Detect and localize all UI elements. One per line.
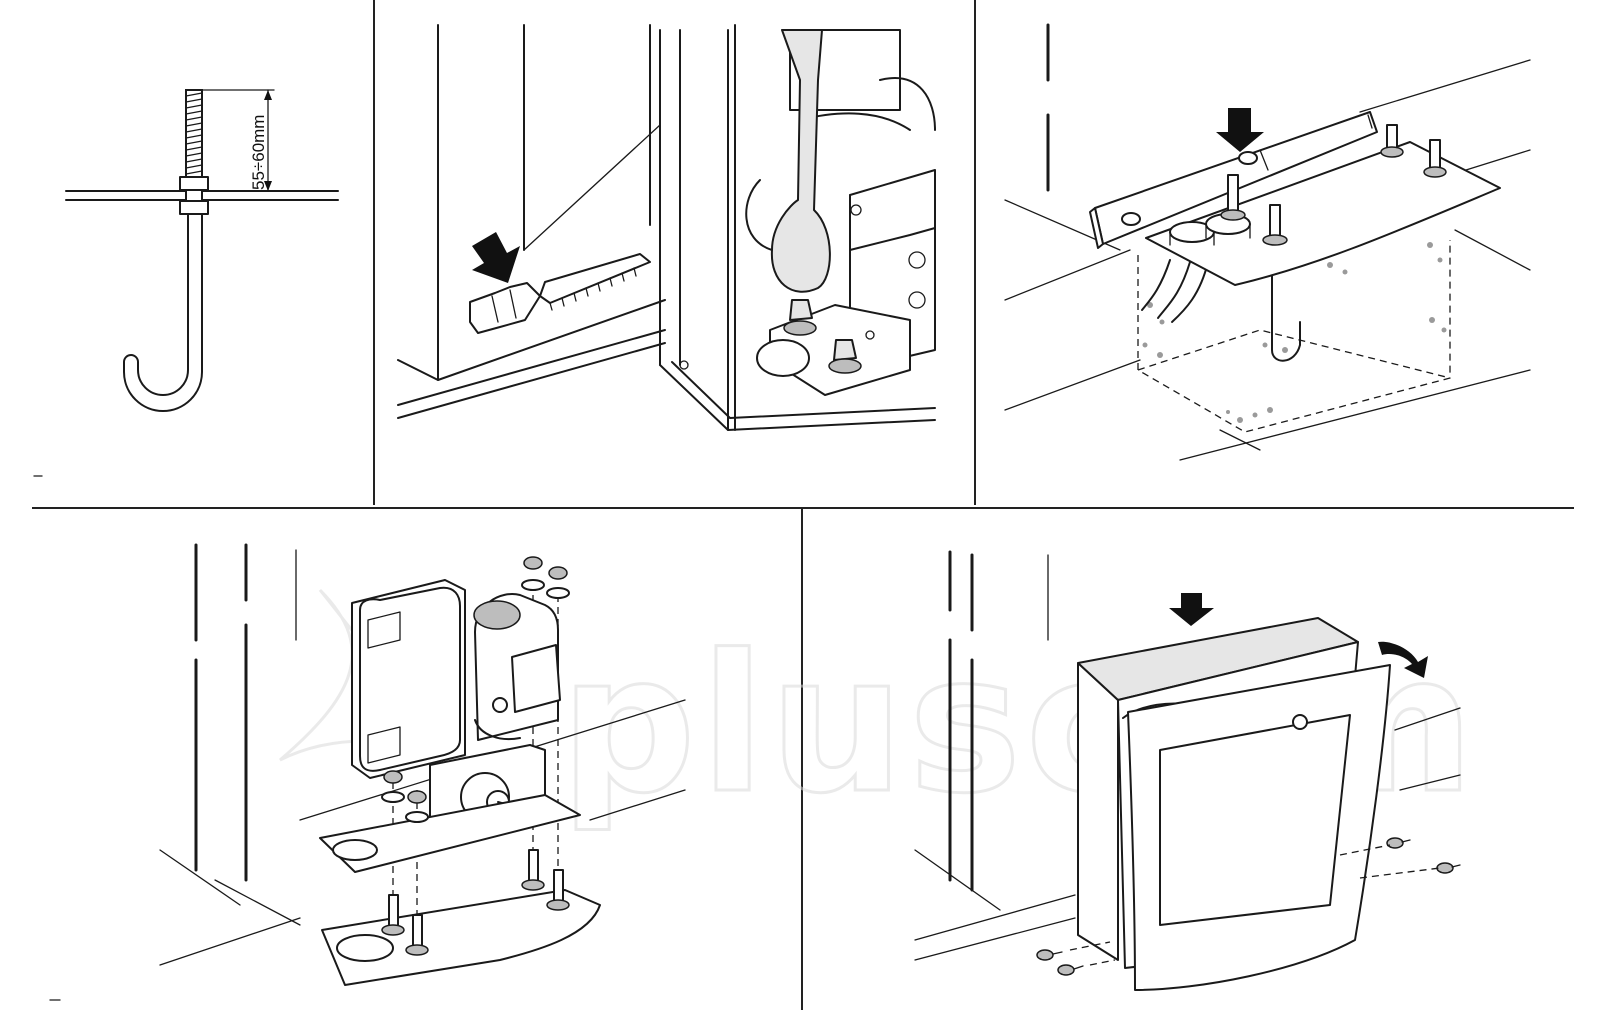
panel-rack-motor-base [397,24,936,431]
anchor-bolt [546,869,570,911]
gear-rack [469,253,651,334]
j-hook-anchor [123,213,203,412]
base-plate-upper [319,794,581,873]
base-plate-lower [321,889,601,986]
front-cover [1127,664,1391,991]
panel-cover-fitting [914,550,1461,991]
upper-nut [179,176,209,191]
screw-with-washer [521,556,545,591]
fixing-screw [1057,964,1084,976]
anchor-bolt [521,849,545,891]
stud-bolt [1423,139,1447,178]
fixing-screw [1436,862,1461,874]
arrow-curved-icon [1378,641,1428,678]
housing-side [1077,662,1119,961]
fixing-screw [1036,949,1063,961]
anchor-bolt [381,894,405,936]
gate-leaf [397,24,666,419]
panel-anchor-bolt: 55÷60mm [33,89,339,477]
gravel-fill [1142,242,1447,423]
lower-nut [179,200,209,215]
dimension-label: 55÷60mm [249,115,268,190]
foundation-plate [1145,141,1501,286]
screw-with-washer [405,790,429,823]
anchor-bolt [405,914,429,956]
stud-bolt [1380,124,1404,158]
panel-dividers [32,0,1574,1010]
arrow-down-icon [1169,593,1214,626]
screw-with-washer [381,770,405,803]
arrow-down-icon [1216,108,1264,152]
panel-foundation-plate [1004,23,1531,461]
fixing-screw [1386,837,1411,849]
bolt-threads [185,92,203,175]
dimension-indicator: 55÷60mm [201,89,275,192]
stud-bolt [1220,174,1246,221]
screw-with-washer [546,566,570,599]
hex-nut [828,339,862,374]
panel-motor-exploded [49,543,686,1001]
stud-bolt [1262,204,1288,246]
arrow-down-icon [472,232,520,283]
motor-housing [659,24,936,431]
hex-nut [783,299,817,336]
